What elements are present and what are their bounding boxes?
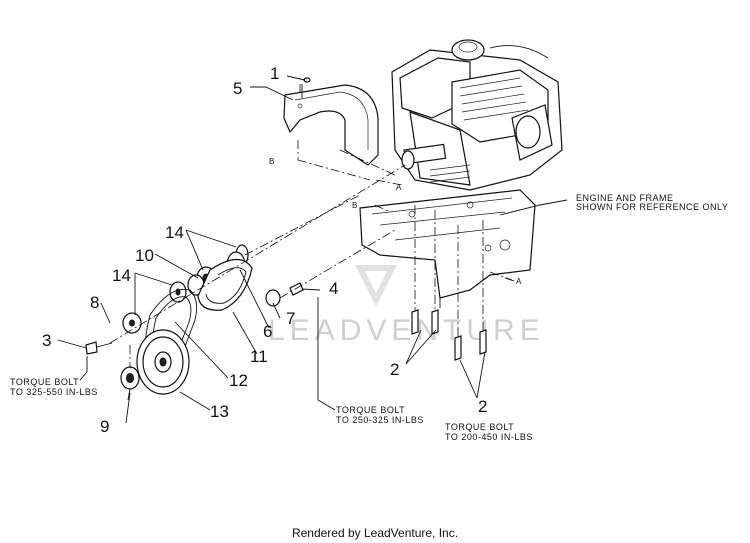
belt-cover [283, 84, 379, 166]
callout-6: 6 [263, 322, 272, 341]
torque-note-4-line1: TORQUE BOLT [336, 405, 405, 415]
notes: ENGINE AND FRAME SHOWN FOR REFERENCE ONL… [10, 193, 728, 442]
callout-11: 11 [250, 347, 268, 366]
torque-note-3-line2: TO 325-550 IN-LBS [10, 387, 98, 397]
callout-2-left: 2 [390, 360, 399, 379]
callout-2-right: 2 [478, 397, 487, 416]
engine-note-line1: ENGINE AND FRAME [576, 193, 674, 203]
torque-note-4-line2: TO 250-325 IN-LBS [336, 415, 424, 425]
watermark-text: LEADVENTURE [268, 314, 545, 347]
callout-13: 13 [210, 402, 229, 421]
torque-note-2-line2: TO 200-450 IN-LBS [445, 432, 533, 442]
torque-note-3-line1: TORQUE BOLT [10, 377, 79, 387]
leader-lines [57, 75, 568, 424]
ref-a-frame: A [516, 277, 522, 286]
callout-12: 12 [229, 371, 248, 390]
pulley-assembly [85, 244, 304, 401]
callout-7: 7 [286, 309, 295, 328]
ref-b-cover: B [269, 157, 274, 166]
callout-10: 10 [135, 246, 154, 265]
frame [359, 189, 536, 308]
callout-9: 9 [100, 417, 109, 436]
callout-numbers: 1 5 14 10 14 8 3 4 7 6 11 12 13 9 2 2 [42, 64, 487, 436]
callout-1: 1 [270, 64, 279, 83]
alignment-lines [109, 84, 513, 368]
watermark: LEADVENTURE [268, 265, 545, 347]
engine [391, 39, 563, 191]
footer-credit: Rendered by LeadVenture, Inc. [292, 526, 458, 540]
torque-note-2-line1: TORQUE BOLT [445, 422, 514, 432]
ref-b-frame: B [352, 201, 357, 210]
callout-5: 5 [233, 79, 242, 98]
frame-bolts [411, 309, 487, 361]
callout-8: 8 [90, 293, 99, 312]
ref-a-engine: A [396, 183, 402, 192]
callout-4: 4 [329, 279, 338, 298]
engine-note-line2: SHOWN FOR REFERENCE ONLY [576, 202, 728, 212]
callout-14-upper: 14 [165, 223, 184, 242]
callout-14-lower: 14 [112, 266, 131, 285]
callout-3: 3 [42, 331, 51, 350]
reference-letters: B A B A [269, 157, 522, 286]
